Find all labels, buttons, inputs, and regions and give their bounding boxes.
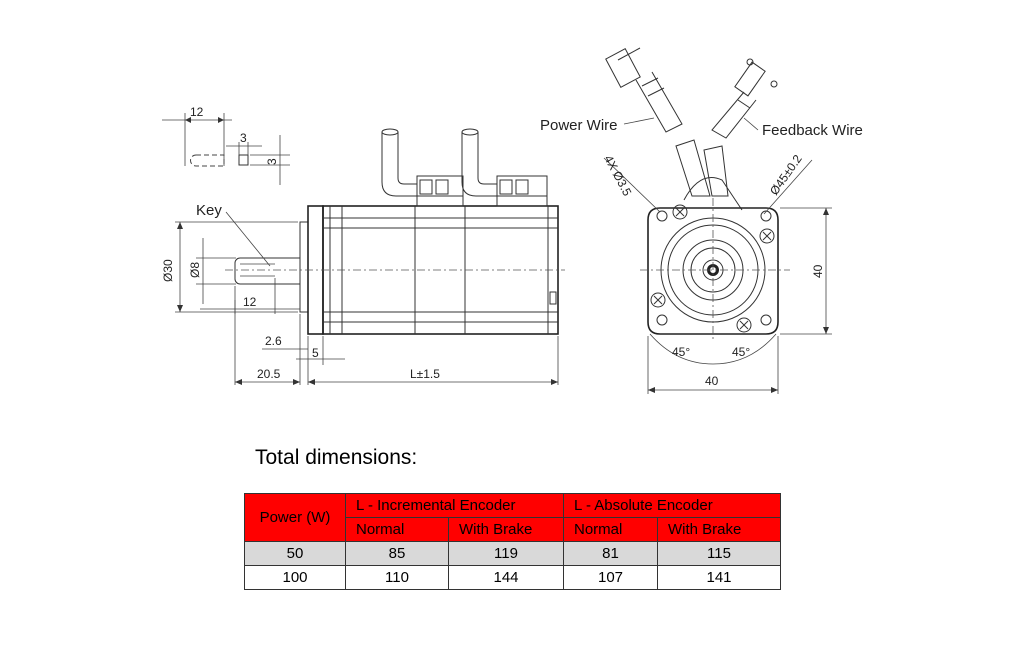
motor-front-view: Power Wire Feedback Wire: [540, 47, 863, 394]
flange-dia-dim: Ø30: [161, 259, 175, 282]
incremental-encoder-header: L - Incremental Encoder: [345, 493, 564, 518]
key-length-dim: 12: [190, 105, 204, 119]
power-wire-label: Power Wire: [540, 117, 618, 134]
angle-left: 45°: [672, 345, 690, 359]
dim-20-5: 20.5: [257, 367, 281, 381]
table-row: 50 85 119 81 115: [244, 541, 781, 566]
table-row: 100 110 144 107 141: [244, 565, 781, 590]
angle-right: 45°: [732, 345, 750, 359]
power-header: Power (W): [244, 493, 346, 542]
feedback-wire-plug: [711, 58, 778, 139]
key-width-dim: 3: [240, 131, 247, 145]
cell-inc-normal: 110: [345, 565, 449, 590]
abs-brake-header: With Brake: [657, 517, 781, 542]
cell-power: 100: [244, 565, 346, 590]
cell-abs-brake: 141: [657, 565, 781, 590]
table-subheader-row: Normal With Brake Normal With Brake: [245, 517, 781, 542]
motor-side-view: Key Ø30 Ø8 12 2.6 5 20.5 L±: [161, 128, 565, 385]
absolute-encoder-header: L - Absolute Encoder: [563, 493, 781, 518]
cell-inc-normal: 85: [345, 541, 449, 566]
cell-abs-normal: 107: [563, 565, 658, 590]
cell-inc-brake: 144: [448, 565, 564, 590]
screw-icon: [650, 204, 775, 333]
bottom-40-dim: 40: [705, 374, 719, 388]
dimensions-table: Power (W) L - Incremental Encoder L - Ab…: [244, 493, 781, 590]
inc-brake-header: With Brake: [448, 517, 564, 542]
power-wire-plug: [605, 47, 683, 133]
shaft-dia-dim: Ø8: [188, 262, 202, 278]
dim-L: L±1.5: [410, 367, 440, 381]
side-40-dim: 40: [811, 264, 825, 278]
key-label: Key: [196, 202, 222, 219]
motor-dimension-drawing: 12 3 3: [161, 47, 863, 394]
key-height-dim: 3: [265, 158, 279, 165]
key-detail: 12 3 3: [162, 105, 290, 185]
dim-5: 5: [312, 346, 319, 360]
holes-dim: 4X Ø3.5: [601, 153, 634, 199]
dim-2-6: 2.6: [265, 334, 282, 348]
table-header-row: Power (W) L - Incremental Encoder L - Ab…: [244, 493, 781, 542]
table-heading: Total dimensions:: [255, 446, 418, 469]
cell-abs-brake: 115: [657, 541, 781, 566]
cell-power: 50: [244, 541, 346, 566]
cell-abs-normal: 81: [563, 541, 658, 566]
shaft-length-dim: 12: [243, 295, 257, 309]
abs-normal-header: Normal: [563, 517, 658, 542]
inc-normal-header: Normal: [345, 517, 449, 542]
feedback-wire-label: Feedback Wire: [762, 122, 863, 139]
cell-inc-brake: 119: [448, 541, 564, 566]
